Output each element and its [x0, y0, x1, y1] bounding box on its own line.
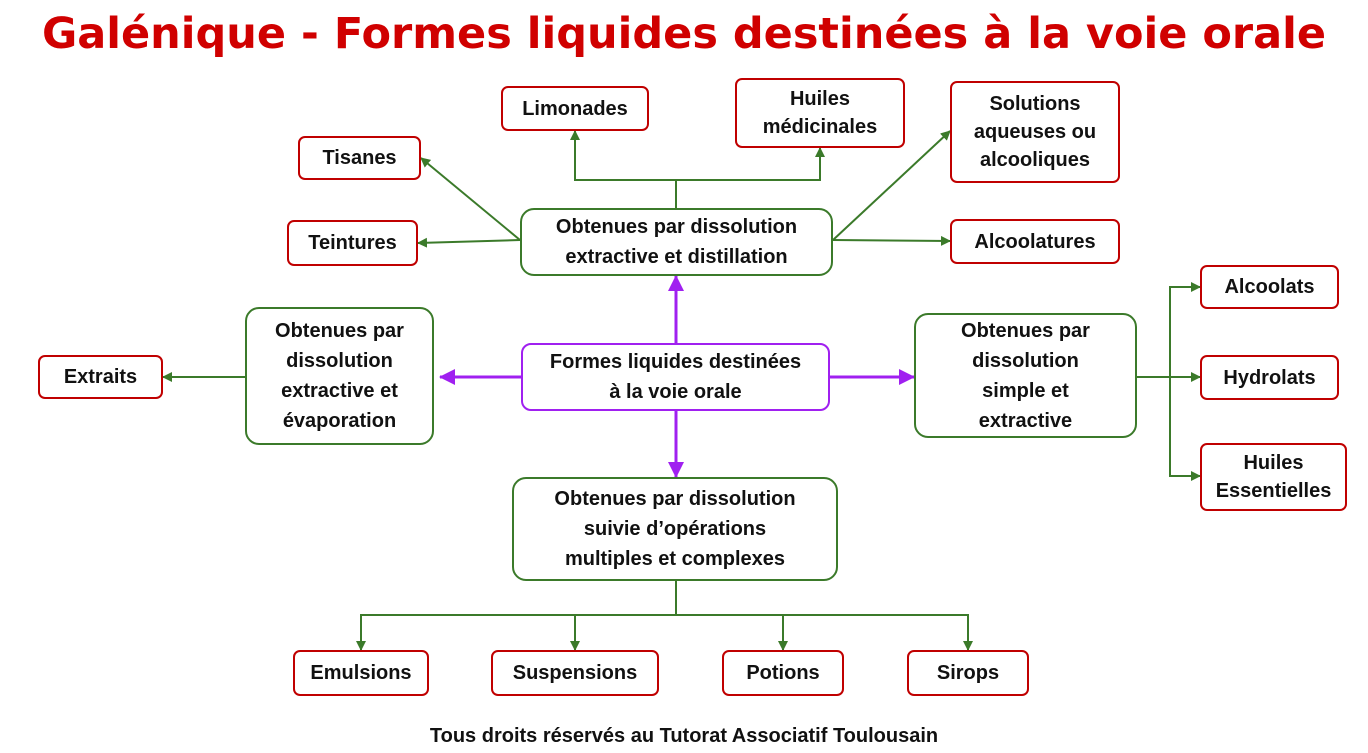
arrow-to-sirops: [676, 614, 973, 651]
leaf-emulsions: Emulsions: [293, 650, 429, 696]
arrow-to-potions: [676, 614, 788, 651]
leaf-hydrolats: Hydrolats: [1200, 355, 1339, 400]
center-node: Formes liquides destinées à la voie oral…: [521, 343, 830, 411]
arrow-to-teintures: [417, 237, 521, 248]
leaf-limonades: Limonades: [501, 86, 649, 131]
leaf-alcoolatures: Alcoolatures: [950, 219, 1120, 264]
leaf-alcoolats: Alcoolats: [1200, 265, 1339, 309]
leaf-solutions-aqueuses: Solutions aqueuses ou alcooliques: [950, 81, 1120, 183]
leaf-extraits: Extraits: [38, 355, 163, 399]
arrow-to-limonades: [570, 130, 677, 208]
leaf-sirops: Sirops: [907, 650, 1029, 696]
copyright-footer: Tous droits réservés au Tutorat Associat…: [429, 725, 939, 747]
group-bottom: Obtenues par dissolution suivie d’opérat…: [512, 477, 838, 581]
group-top: Obtenues par dissolution extractive et d…: [520, 208, 833, 276]
group-right: Obtenues par dissolution simple et extra…: [914, 313, 1137, 438]
group-left: Obtenues par dissolution extractive et é…: [245, 307, 434, 445]
arrow-to-tisanes: [420, 157, 521, 241]
arrow-to-huiles-medicinales: [676, 147, 825, 181]
arrow-to-emulsions: [356, 581, 677, 651]
leaf-tisanes: Tisanes: [298, 136, 421, 180]
leaf-huiles-medicinales: Huiles médicinales: [735, 78, 905, 148]
arrow-to-alcoolats: [1137, 282, 1201, 378]
leaf-teintures: Teintures: [287, 220, 418, 266]
leaf-huiles-essentielles: Huiles Essentielles: [1200, 443, 1347, 511]
arrow-to-huiles-essentielles: [1169, 377, 1201, 481]
page-title: Galénique - Formes liquides destinées à …: [41, 9, 1327, 59]
leaf-suspensions: Suspensions: [491, 650, 659, 696]
arrow-to-solutions: [832, 130, 951, 241]
arrow-to-alcoolatures: [832, 235, 951, 246]
arrow-to-suspensions: [570, 614, 676, 651]
leaf-potions: Potions: [722, 650, 844, 696]
